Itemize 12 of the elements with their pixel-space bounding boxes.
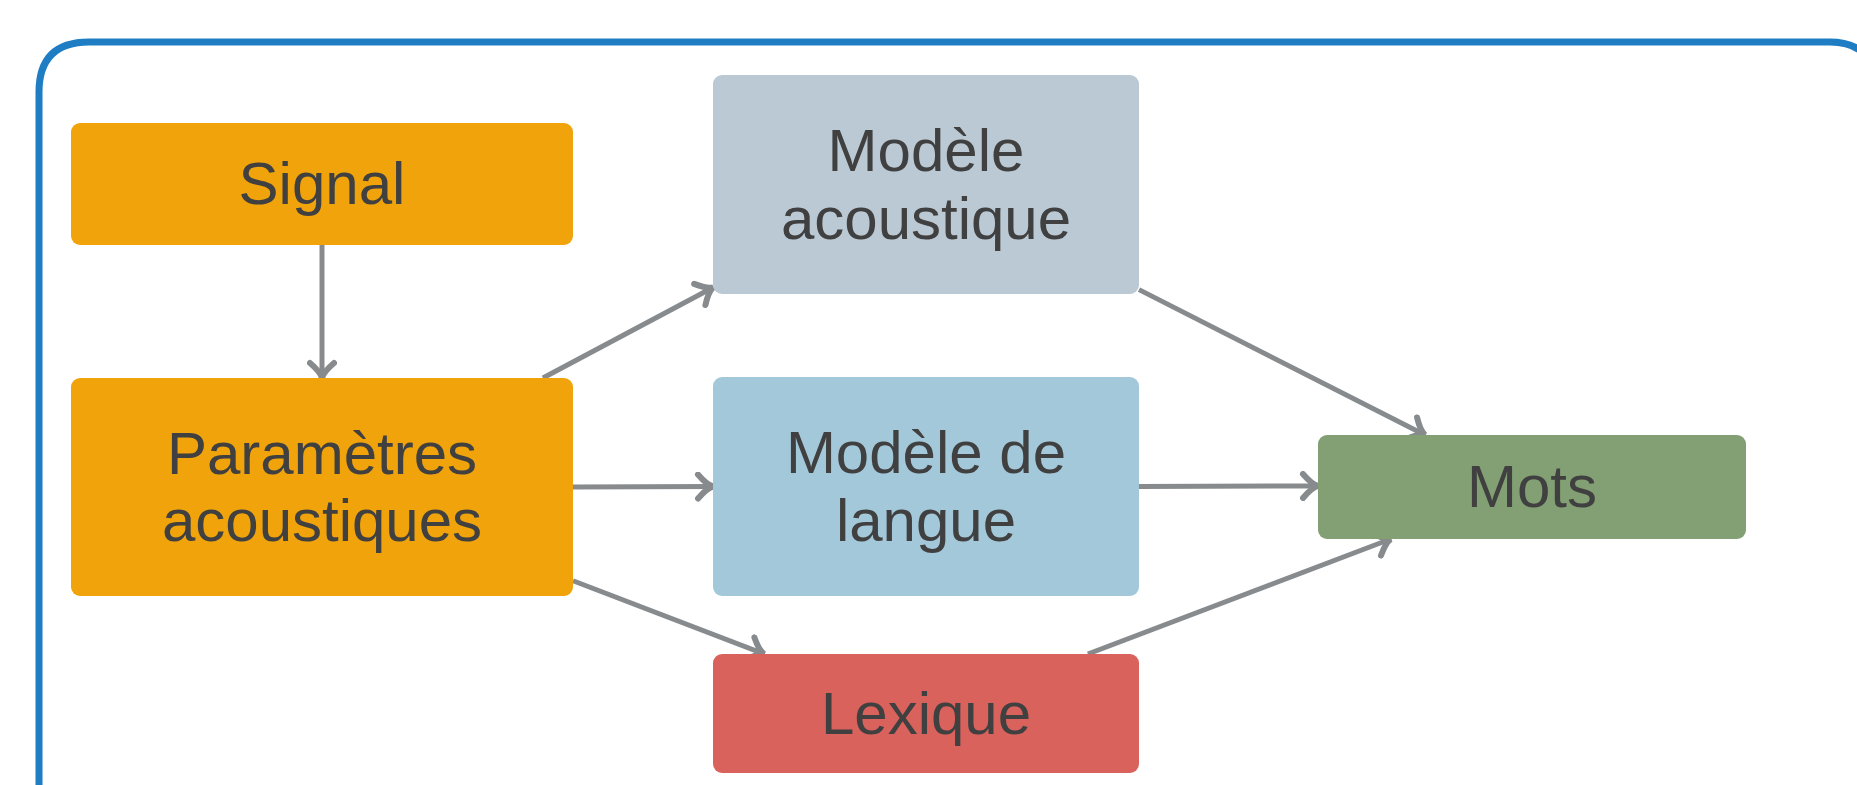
box-label: Mots xyxy=(1467,453,1597,521)
process-box xyxy=(71,123,573,245)
box-label: Modèle de langue xyxy=(784,419,1068,554)
process-box xyxy=(71,378,573,596)
box-label: Paramètres acoustiques xyxy=(160,419,484,555)
process-box xyxy=(1318,435,1746,539)
process-box xyxy=(713,377,1139,596)
box-label: Signal xyxy=(238,150,406,218)
box-label: Lexique xyxy=(820,679,1032,748)
box-label: Modèle acoustique xyxy=(779,117,1073,252)
process-box xyxy=(713,654,1139,773)
process-box xyxy=(713,75,1139,294)
